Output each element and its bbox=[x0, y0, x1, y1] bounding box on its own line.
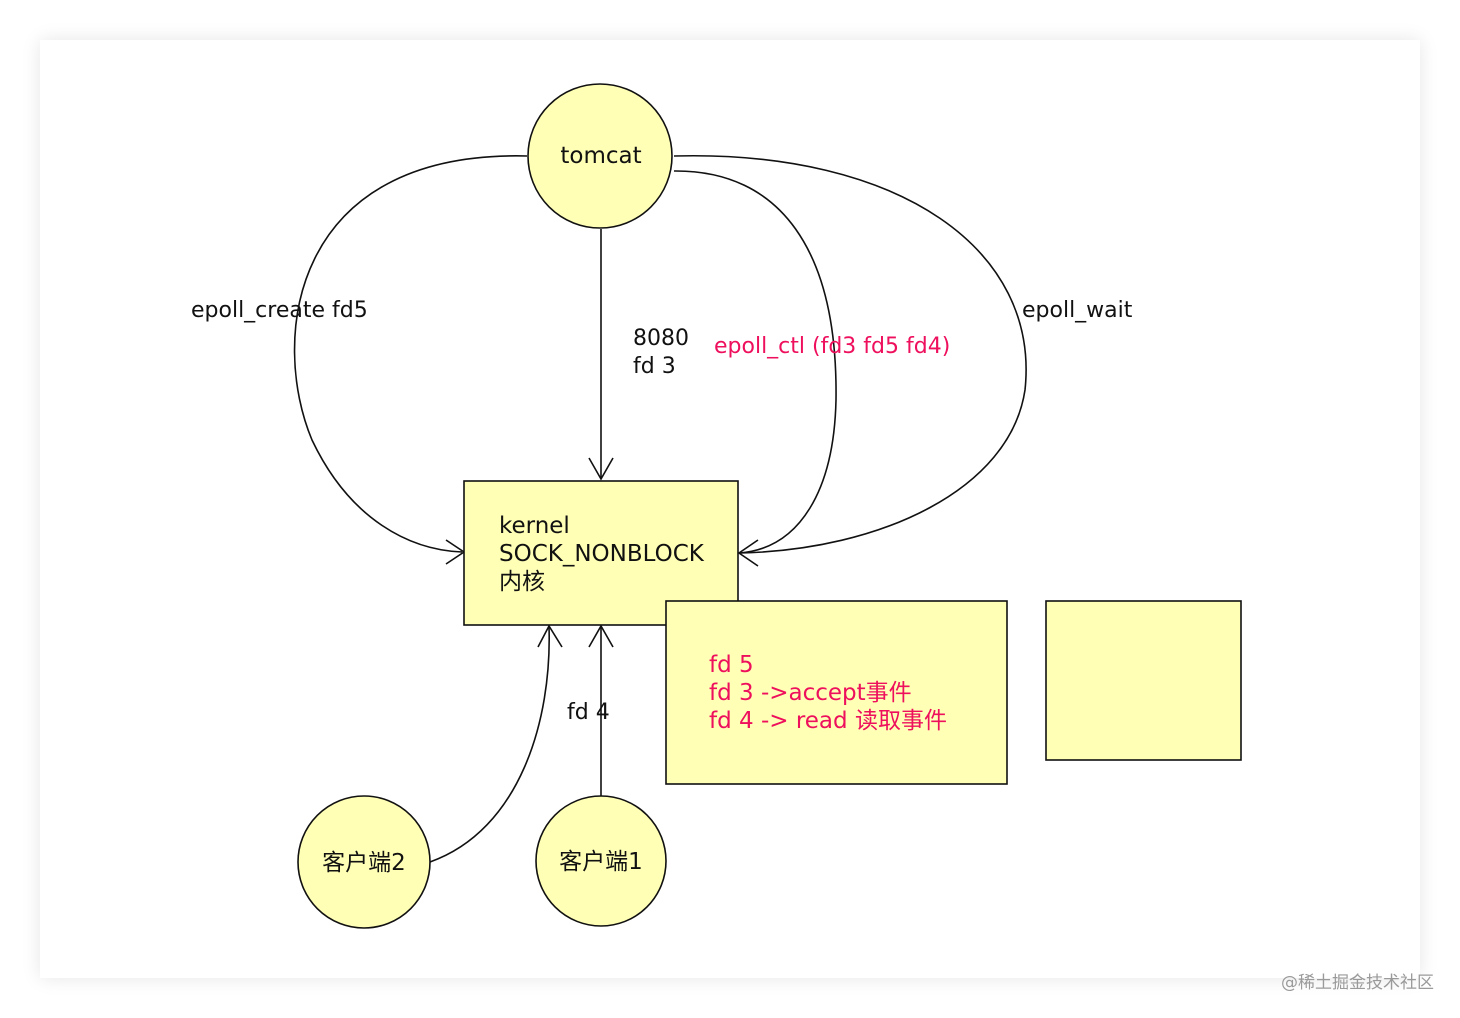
tomcat-node bbox=[527, 83, 673, 229]
client2-arrowhead bbox=[537, 624, 563, 648]
empty-box bbox=[1045, 600, 1242, 761]
event-item-fd5: fd 5 bbox=[709, 652, 754, 678]
client1-node bbox=[535, 795, 667, 927]
event-list-box bbox=[665, 600, 1008, 785]
event-item-fd4: fd 4 -> read 读取事件 bbox=[709, 708, 947, 734]
kernel-flag-label: SOCK_NONBLOCK bbox=[499, 541, 705, 567]
event-item-fd3: fd 3 ->accept事件 bbox=[709, 680, 912, 706]
client2-label: 客户端2 bbox=[322, 850, 406, 876]
kernel-right-arrowhead bbox=[737, 539, 759, 567]
epoll-ctl-label: epoll_ctl (fd3 fd5 fd4) bbox=[714, 334, 950, 359]
kernel-cn-label: 内核 bbox=[499, 569, 545, 595]
port-label: 8080 bbox=[633, 326, 689, 351]
fd3-label: fd 3 bbox=[633, 354, 676, 379]
client1-arrowhead bbox=[588, 624, 614, 648]
tomcat-label: tomcat bbox=[560, 143, 641, 169]
client1-label: 客户端1 bbox=[559, 849, 643, 875]
fd4-label: fd 4 bbox=[567, 700, 610, 725]
kernel-label: kernel bbox=[499, 513, 570, 539]
port-arrowhead bbox=[588, 457, 614, 481]
epoll-wait-edge bbox=[673, 154, 1027, 554]
epoll-create-label: epoll_create fd5 bbox=[191, 298, 368, 323]
epoll-create-edge bbox=[293, 155, 528, 553]
client2-edge bbox=[429, 626, 550, 863]
watermark: @稀土掘金技术社区 bbox=[1281, 973, 1434, 993]
epoll-wait-label: epoll_wait bbox=[1022, 298, 1133, 323]
client2-node bbox=[297, 795, 431, 929]
epoll-ctl-edge bbox=[673, 170, 837, 554]
